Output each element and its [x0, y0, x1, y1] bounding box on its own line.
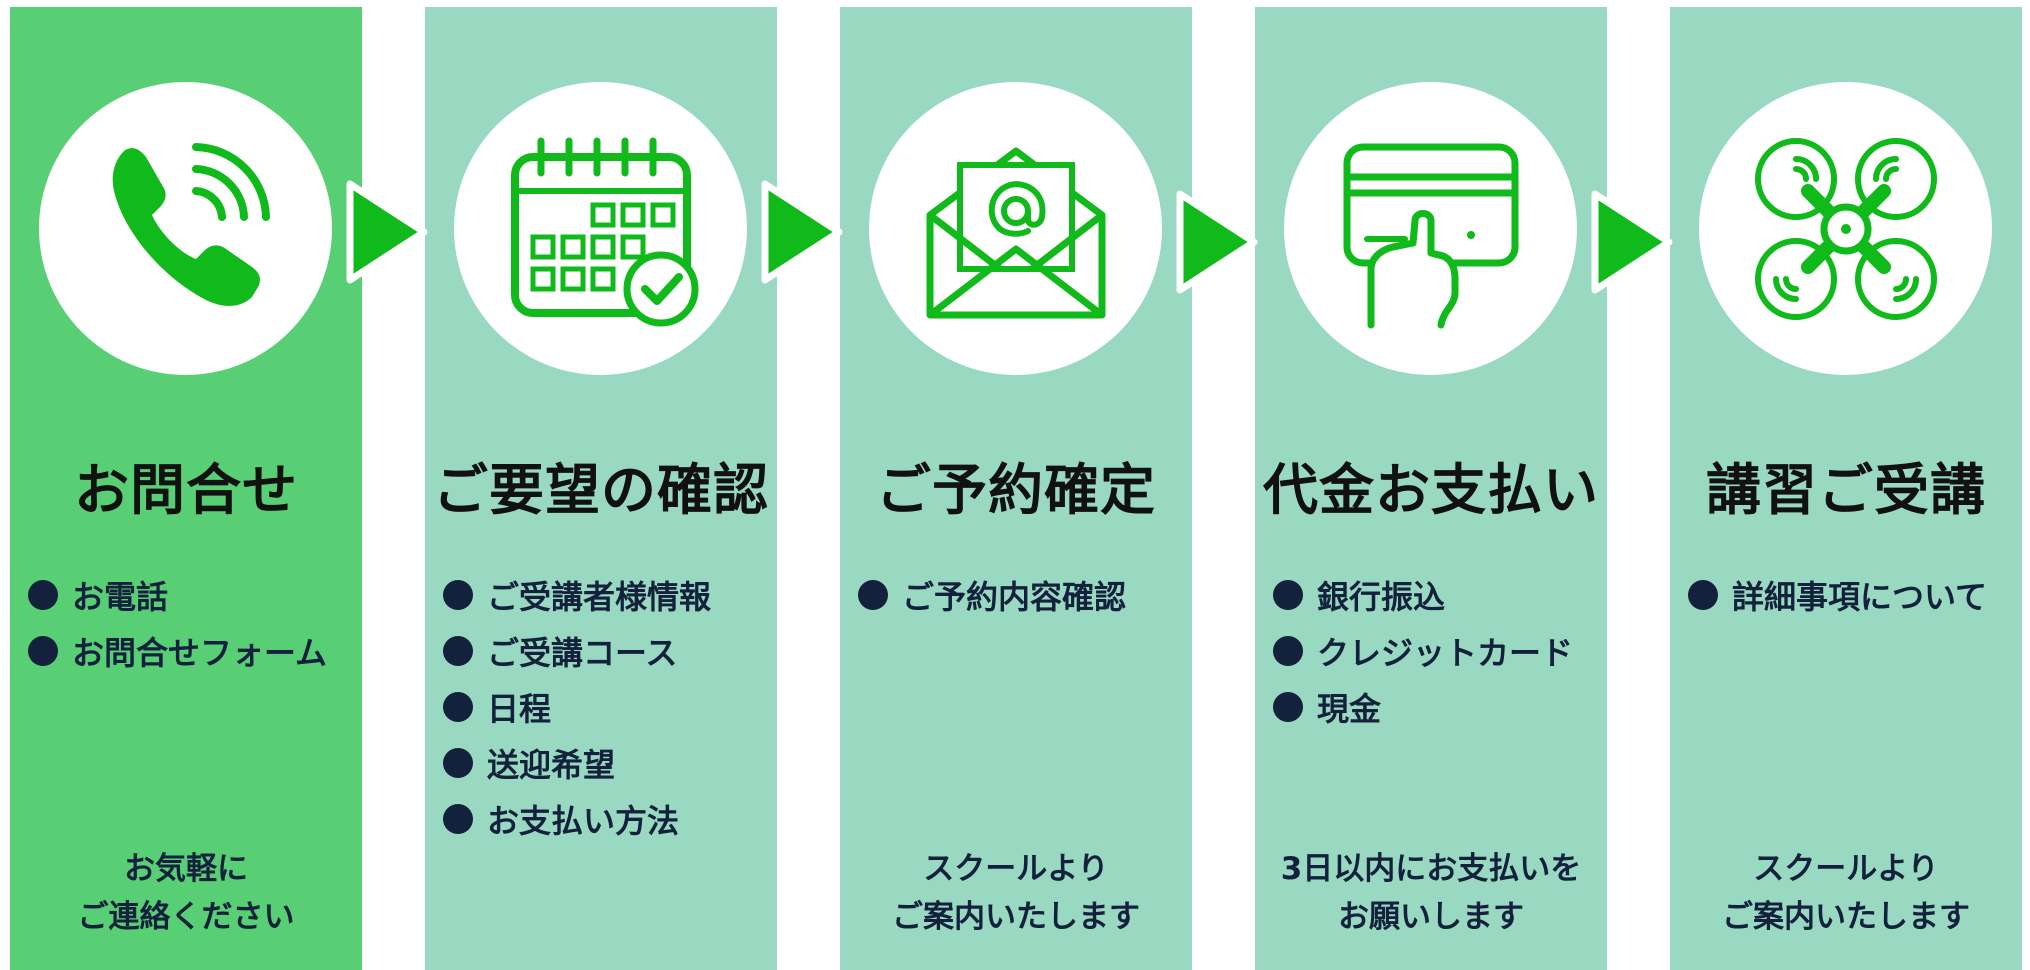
- step-note: お気軽に ご連絡ください: [77, 851, 295, 935]
- arrow-right-icon: [346, 180, 428, 284]
- list-item: クレジットカード: [1273, 623, 1573, 679]
- step-title: お問合せ: [73, 458, 298, 522]
- list-item: お電話: [28, 567, 327, 623]
- list-item-label: 銀行振込: [1317, 578, 1446, 616]
- list-item: お支払い方法: [443, 791, 711, 847]
- bullet-icon: [1688, 580, 1718, 610]
- step-item-list: ご受講者様情報 ご受講コース 日程 送迎希望 お支払い方法: [443, 567, 711, 847]
- arrow-right-icon: [1176, 190, 1258, 294]
- icon-circle: [869, 82, 1162, 375]
- list-item: 送迎希望: [443, 735, 711, 791]
- list-item-label: ご受講者様情報: [487, 578, 712, 616]
- list-item-label: お電話: [72, 578, 169, 616]
- bullet-icon: [443, 580, 473, 610]
- arrow-right-icon: [761, 180, 843, 284]
- step-note: スクールより ご案内いたします: [1722, 851, 1970, 935]
- bullet-icon: [858, 580, 888, 610]
- step-column-payment: 代金お支払い 銀行振込 クレジットカード 現金 3日以内にお支払いを お願いしま…: [1255, 7, 1607, 970]
- icon-circle: [1699, 82, 1992, 375]
- list-item: 詳細事項について: [1688, 567, 1987, 623]
- bullet-icon: [443, 636, 473, 666]
- step-title: ご要望の確認: [432, 458, 769, 522]
- icon-circle: [454, 82, 747, 375]
- calendar-check-icon: [510, 137, 698, 326]
- list-item-label: お支払い方法: [487, 802, 680, 840]
- list-item: 現金: [1273, 679, 1573, 735]
- list-item-label: 詳細事項について: [1732, 578, 1988, 616]
- phone-icon: [112, 142, 270, 306]
- list-item-label: お問合せフォーム: [72, 634, 328, 672]
- list-item: お問合せフォーム: [28, 623, 327, 679]
- step-item-list: 銀行振込 クレジットカード 現金: [1273, 567, 1573, 735]
- list-item-label: クレジットカード: [1317, 634, 1574, 672]
- step-item-list: ご予約内容確認: [858, 567, 1126, 623]
- list-item-label: ご予約内容確認: [902, 578, 1127, 616]
- bullet-icon: [443, 748, 473, 778]
- icon-circle: [39, 82, 332, 375]
- list-item-label: ご受講コース: [487, 634, 678, 672]
- card-payment-icon: [1343, 143, 1518, 328]
- step-title: ご予約確定: [875, 458, 1156, 522]
- step-column-course-attendance: 講習ご受講 詳細事項について スクールより ご案内いたします: [1670, 7, 2022, 970]
- step-title: 講習ご受講: [1705, 458, 1986, 522]
- bullet-icon: [1273, 580, 1303, 610]
- icon-circle: [1284, 82, 1577, 375]
- bullet-icon: [443, 692, 473, 722]
- list-item-label: 送迎希望: [487, 746, 616, 784]
- step-title: 代金お支払い: [1262, 458, 1599, 522]
- drone-icon: [1754, 137, 1937, 320]
- mail-envelope-icon: [926, 147, 1105, 318]
- list-item: 銀行振込: [1273, 567, 1573, 623]
- step-item-list: お電話 お問合せフォーム: [28, 567, 327, 679]
- bullet-icon: [1273, 692, 1303, 722]
- step-column-inquiry: お問合せ お電話 お問合せフォーム お気軽に ご連絡ください: [10, 7, 362, 970]
- step-note: スクールより ご案内いたします: [892, 851, 1140, 935]
- step-column-reservation-confirmed: ご予約確定 ご予約内容確認 スクールより ご案内いたします: [840, 7, 1192, 970]
- bullet-icon: [28, 636, 58, 666]
- list-item: ご受講者様情報: [443, 567, 711, 623]
- list-item-label: 現金: [1317, 690, 1382, 728]
- step-item-list: 詳細事項について: [1688, 567, 1987, 623]
- step-note: 3日以内にお支払いを お願いします: [1280, 851, 1582, 935]
- bullet-icon: [28, 580, 58, 610]
- bullet-icon: [1273, 636, 1303, 666]
- list-item: ご受講コース: [443, 623, 711, 679]
- arrow-right-icon: [1591, 190, 1673, 294]
- step-column-confirm-request: ご要望の確認 ご受講者様情報 ご受講コース 日程 送迎希望 お支払い方法: [425, 7, 777, 970]
- list-item: 日程: [443, 679, 711, 735]
- list-item-label: 日程: [487, 690, 552, 728]
- bullet-icon: [443, 804, 473, 834]
- list-item: ご予約内容確認: [858, 567, 1126, 623]
